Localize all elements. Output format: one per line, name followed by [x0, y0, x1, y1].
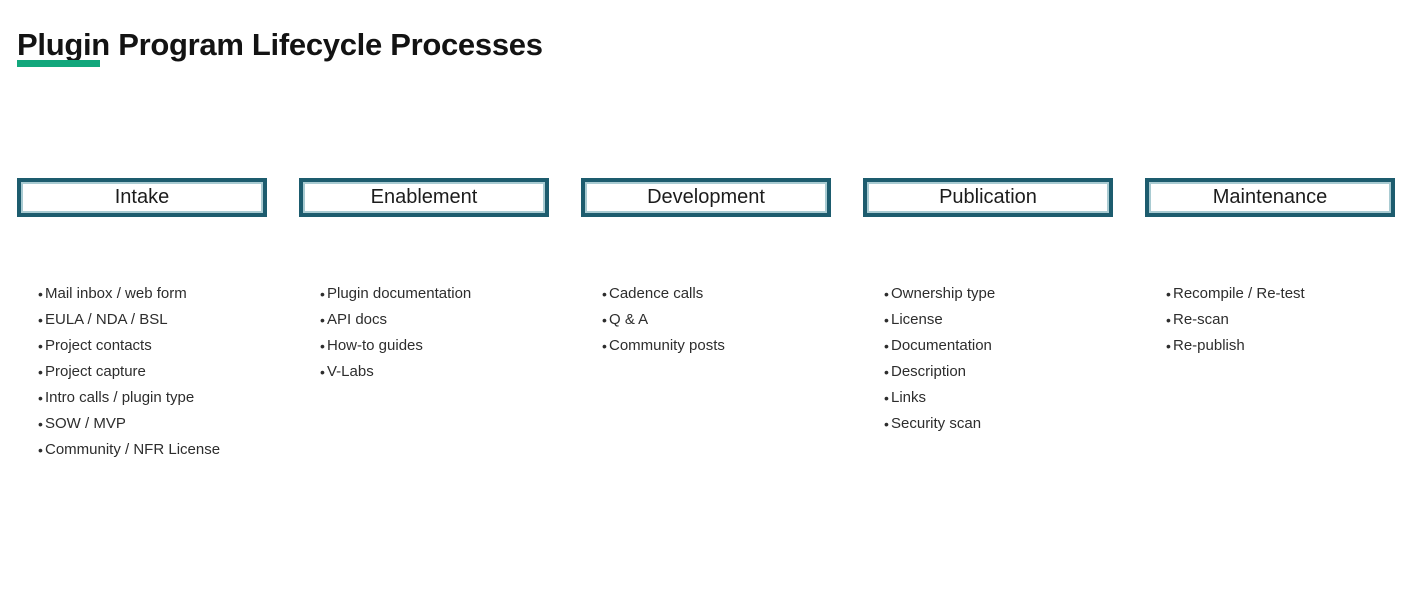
bullet-icon: • — [884, 416, 889, 432]
list-item: •Cadence calls — [581, 281, 831, 307]
phase-item-list: •Ownership type•License•Documentation•De… — [863, 281, 1113, 437]
bullet-icon: • — [38, 338, 43, 354]
list-item-text: Re-publish — [1173, 337, 1245, 354]
list-item: •Q & A — [581, 307, 831, 333]
bullet-icon: • — [320, 338, 325, 354]
lifecycle-phase-column: Publication •Ownership type•License•Docu… — [863, 178, 1113, 463]
list-item-text: Project contacts — [45, 337, 152, 354]
phase-header-box: Maintenance — [1145, 178, 1395, 217]
list-item-text: SOW / MVP — [45, 415, 126, 432]
list-item-text: Description — [891, 363, 967, 380]
list-item-text: Security scan — [891, 415, 982, 432]
phase-item-list: •Cadence calls•Q & A•Community posts — [581, 281, 831, 359]
list-item: •Documentation — [863, 333, 1113, 359]
list-item: •Intro calls / plugin type — [17, 385, 267, 411]
list-item: •Links — [863, 385, 1113, 411]
list-item: •SOW / MVP — [17, 411, 267, 437]
phase-title: Enablement — [370, 186, 478, 208]
bullet-icon: • — [38, 390, 43, 406]
list-item-text: Documentation — [891, 337, 992, 354]
list-item: •Description — [863, 359, 1113, 385]
list-item: •Project capture — [17, 359, 267, 385]
bullet-icon: • — [884, 364, 889, 380]
list-item: •Project contacts — [17, 333, 267, 359]
list-item-text: Intro calls / plugin type — [45, 389, 195, 406]
list-item-text: License — [891, 311, 943, 328]
list-item: •Ownership type — [863, 281, 1113, 307]
bullet-icon: • — [38, 442, 43, 458]
lifecycle-phase-column: Intake •Mail inbox / web form•EULA / NDA… — [17, 178, 267, 463]
bullet-icon: • — [602, 286, 607, 302]
phase-item-list: •Plugin documentation•API docs•How-to gu… — [299, 281, 549, 385]
bullet-icon: • — [1166, 312, 1171, 328]
list-item-text: Recompile / Re-test — [1173, 285, 1305, 302]
list-item-text: Plugin documentation — [327, 285, 472, 302]
list-item: •Re-publish — [1145, 333, 1395, 359]
list-item-text: Q & A — [609, 311, 649, 328]
bullet-icon: • — [602, 312, 607, 328]
list-item-text: Project capture — [45, 363, 146, 380]
list-item-text: Mail inbox / web form — [45, 285, 187, 302]
phase-item-list: •Recompile / Re-test•Re-scan•Re-publish — [1145, 281, 1395, 359]
list-item: •Security scan — [863, 411, 1113, 437]
list-item: •Recompile / Re-test — [1145, 281, 1395, 307]
phase-title: Development — [647, 186, 765, 208]
page-title: Plugin Program Lifecycle Processes — [17, 26, 543, 62]
bullet-icon: • — [884, 286, 889, 302]
bullet-icon: • — [1166, 338, 1171, 354]
list-item: •License — [863, 307, 1113, 333]
phase-title: Intake — [114, 186, 170, 208]
list-item: •Re-scan — [1145, 307, 1395, 333]
list-item-text: Ownership type — [891, 285, 996, 302]
list-item: •Mail inbox / web form — [17, 281, 267, 307]
bullet-icon: • — [38, 416, 43, 432]
lifecycle-phase-column: Maintenance •Recompile / Re-test•Re-scan… — [1145, 178, 1395, 463]
bullet-icon: • — [884, 312, 889, 328]
bullet-icon: • — [884, 390, 889, 406]
lifecycle-phase-column: Development •Cadence calls•Q & A•Communi… — [581, 178, 831, 463]
phase-title: Publication — [939, 186, 1037, 208]
list-item: •Community / NFR License — [17, 437, 267, 463]
list-item: •Plugin documentation — [299, 281, 549, 307]
list-item: •Community posts — [581, 333, 831, 359]
list-item-text: Community posts — [609, 337, 725, 354]
bullet-icon: • — [320, 364, 325, 380]
lifecycle-columns: Intake •Mail inbox / web form•EULA / NDA… — [17, 178, 1395, 463]
list-item: •API docs — [299, 307, 549, 333]
list-item-text: EULA / NDA / BSL — [45, 311, 168, 328]
bullet-icon: • — [320, 312, 325, 328]
list-item-text: Links — [891, 389, 927, 406]
phase-header-box: Development — [581, 178, 831, 217]
bullet-icon: • — [884, 338, 889, 354]
list-item: •V-Labs — [299, 359, 549, 385]
phase-item-list: •Mail inbox / web form•EULA / NDA / BSL•… — [17, 281, 267, 463]
list-item-text: V-Labs — [327, 363, 374, 380]
list-item-text: Re-scan — [1173, 311, 1229, 328]
list-item-text: API docs — [327, 311, 388, 328]
list-item: •How-to guides — [299, 333, 549, 359]
list-item-text: How-to guides — [327, 337, 423, 354]
bullet-icon: • — [602, 338, 607, 354]
phase-title: Maintenance — [1212, 186, 1328, 208]
lifecycle-phase-column: Enablement •Plugin documentation•API doc… — [299, 178, 549, 463]
list-item: •EULA / NDA / BSL — [17, 307, 267, 333]
bullet-icon: • — [38, 286, 43, 302]
phase-header-box: Publication — [863, 178, 1113, 217]
phase-header-box: Intake — [17, 178, 267, 217]
bullet-icon: • — [38, 312, 43, 328]
bullet-icon: • — [320, 286, 325, 302]
bullet-icon: • — [1166, 286, 1171, 302]
list-item-text: Community / NFR License — [45, 441, 221, 458]
bullet-icon: • — [38, 364, 43, 380]
title-accent-bar — [17, 60, 100, 67]
phase-header-box: Enablement — [299, 178, 549, 217]
list-item-text: Cadence calls — [609, 285, 704, 302]
